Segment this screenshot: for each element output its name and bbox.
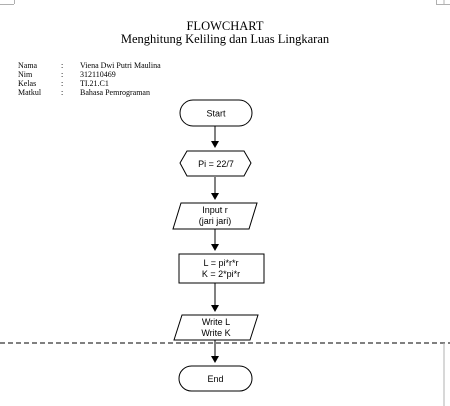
input-label-line1: Input r bbox=[202, 205, 228, 215]
info-label: Nim bbox=[18, 70, 33, 79]
input-label-line2: (jari jari) bbox=[199, 216, 232, 226]
info-separator: : bbox=[61, 79, 64, 88]
info-value: Viena Dwi Putri Maulina bbox=[80, 61, 161, 70]
end-label: End bbox=[207, 374, 223, 384]
end-terminator: End bbox=[178, 365, 253, 392]
preparation-label: Pi = 22/7 bbox=[198, 159, 234, 169]
start-terminator: Start bbox=[179, 99, 253, 127]
output-parallelogram: Write L Write K bbox=[173, 314, 259, 341]
info-value: 312110469 bbox=[80, 70, 116, 79]
output-label-line2: Write K bbox=[201, 328, 230, 338]
info-label: Kelas bbox=[18, 79, 37, 88]
info-separator: : bbox=[61, 70, 64, 79]
info-separator: : bbox=[61, 61, 64, 70]
output-label-line1: Write L bbox=[202, 317, 230, 327]
info-separator: : bbox=[61, 88, 64, 97]
info-label: Nama bbox=[18, 61, 38, 70]
process-label-line2: K = 2*pi*r bbox=[202, 269, 240, 279]
info-value: Bahasa Pemrograman bbox=[80, 88, 150, 97]
info-value: TI.21.C1 bbox=[80, 79, 109, 88]
info-label: Matkul bbox=[18, 88, 42, 97]
crop-mark-top-right bbox=[436, 4, 450, 5]
crop-mark-top-left bbox=[0, 4, 14, 5]
document-subtitle: Menghitung Keliling dan Luas Lingkaran bbox=[120, 32, 330, 46]
preparation-hexagon: Pi = 22/7 bbox=[179, 150, 252, 177]
start-label: Start bbox=[206, 109, 226, 119]
process-label-line1: L = pi*r*r bbox=[204, 258, 239, 268]
document-title: FLOWCHART bbox=[186, 19, 264, 33]
input-parallelogram: Input r (jari jari) bbox=[172, 202, 258, 230]
crop-mark-top-left-v bbox=[14, 0, 15, 4]
process-rectangle: L = pi*r*r K = 2*pi*r bbox=[178, 253, 265, 284]
crop-mark-top-right-v bbox=[436, 0, 437, 4]
